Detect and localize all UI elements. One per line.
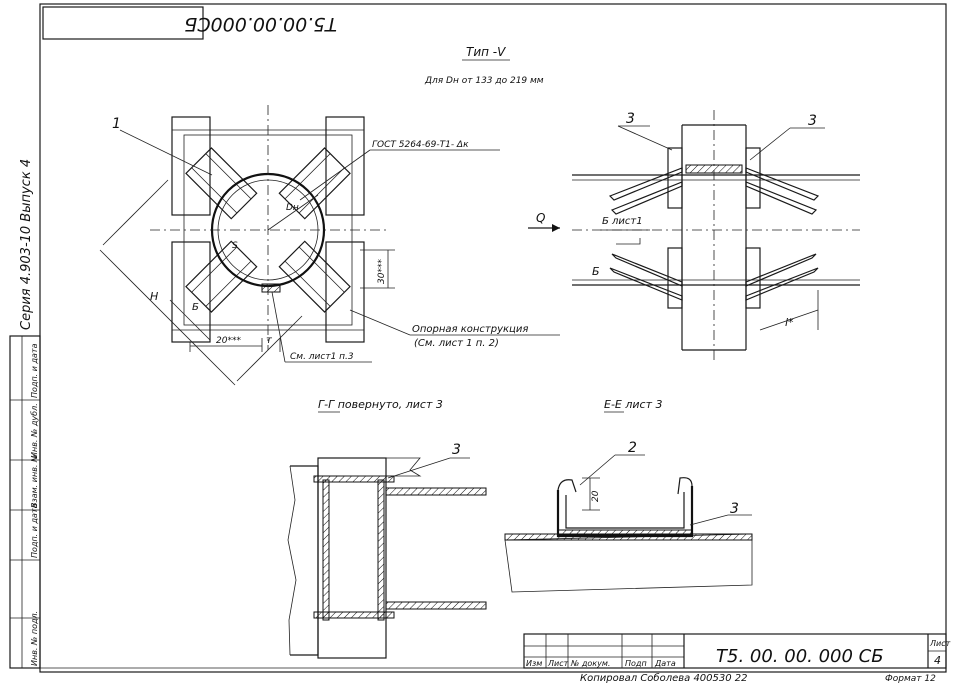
title-block bbox=[523, 633, 947, 669]
pos3c-label: 3 bbox=[452, 442, 461, 458]
plan-labels: 1 ГОСТ 5264-69-Т1- Δк Dн S H Б 30*** 20*… bbox=[112, 116, 528, 362]
title-block-text: T5. 00. 00. 000 СБ Изм Лист № докум. Под… bbox=[526, 639, 951, 668]
side-label-4: Подп. и дата bbox=[30, 503, 39, 558]
support-label-1: Опорная конструкция bbox=[412, 324, 528, 335]
section-ee-labels: 2 20 3 bbox=[591, 440, 739, 517]
type-title-text: Тип -V bbox=[466, 45, 506, 59]
tb-header-podp: Подп bbox=[625, 659, 647, 668]
series-label: Серия 4.903-10 Выпуск 4 bbox=[19, 159, 34, 330]
side-label-5: Инв. № подл. bbox=[30, 611, 39, 666]
title-code: T5. 00. 00. 000 СБ bbox=[716, 646, 884, 667]
support-label-2: (См. лист 1 п. 2) bbox=[414, 338, 499, 349]
side-label-2: Инв. № дубл. bbox=[30, 403, 39, 458]
l-label: l* bbox=[785, 316, 794, 329]
b-label: Б bbox=[592, 265, 600, 278]
b-sheet-label: Б лист1 bbox=[602, 216, 643, 227]
type-subtitle-text: Для Dн от 133 до 219 мм bbox=[424, 76, 544, 86]
top-code-box: T5.00.00.000СБ bbox=[42, 6, 337, 40]
top-code-text: T5.00.00.000СБ bbox=[184, 13, 337, 35]
pos3a-label: 3 bbox=[626, 111, 635, 127]
sheet-label: Лист bbox=[929, 639, 951, 648]
sheet-number: 4 bbox=[934, 654, 941, 667]
side-stamp-labels: Подп. и дата Инв. № дубл. Взам. инв. № П… bbox=[30, 343, 39, 666]
b-dim-label: Б bbox=[192, 302, 199, 313]
type-title: Тип -V Для Dн от 133 до 219 мм bbox=[424, 45, 544, 86]
section-ee-title: Е-Е лист 3 bbox=[604, 398, 663, 411]
footer-copied: Копировал Соболева 400530 22 bbox=[580, 672, 748, 684]
footer-format: Формат 12 bbox=[885, 674, 936, 684]
tb-header-list: Лист bbox=[547, 659, 569, 668]
section-gg: Г-Г повернуто, лист 3 bbox=[287, 398, 487, 659]
tb-header-doc: № докум. bbox=[570, 659, 610, 668]
tb-header-data: Дата bbox=[654, 659, 676, 668]
side-labels: 3 3 Q Б лист1 Б l* bbox=[536, 111, 817, 329]
tb-header-izm: Изм bbox=[526, 659, 542, 668]
side-label-3: Взам. инв. № bbox=[30, 454, 39, 508]
footer: Копировал Соболева 400530 22 Формат 12 bbox=[580, 672, 936, 684]
q-label: Q bbox=[536, 211, 545, 225]
side-label-1: Подп. и дата bbox=[30, 343, 39, 398]
dim30-label: 30*** bbox=[377, 259, 387, 284]
see-sheet1-label: См. лист1 п.3 bbox=[290, 352, 354, 362]
h-label: H bbox=[150, 290, 158, 303]
s-label: S bbox=[232, 241, 238, 251]
side-view bbox=[528, 110, 860, 360]
section-ee: Е-Е лист 3 bbox=[504, 398, 753, 593]
weld-note: ГОСТ 5264-69-Т1- Δк bbox=[372, 140, 469, 150]
pos1-label: 1 bbox=[112, 116, 121, 132]
pos2-label: 2 bbox=[628, 440, 637, 456]
side-stamp bbox=[9, 335, 41, 669]
pos3b-label: 3 bbox=[808, 113, 817, 129]
dn-label: Dн bbox=[286, 203, 299, 213]
section-gg-title: Г-Г повернуто, лист 3 bbox=[318, 398, 443, 411]
plan-view bbox=[99, 105, 560, 386]
dim20-label: 20*** bbox=[216, 336, 241, 346]
pos3d-label: 3 bbox=[730, 501, 739, 517]
m-label: т bbox=[266, 335, 273, 346]
dim20v-label: 20 bbox=[591, 490, 601, 502]
